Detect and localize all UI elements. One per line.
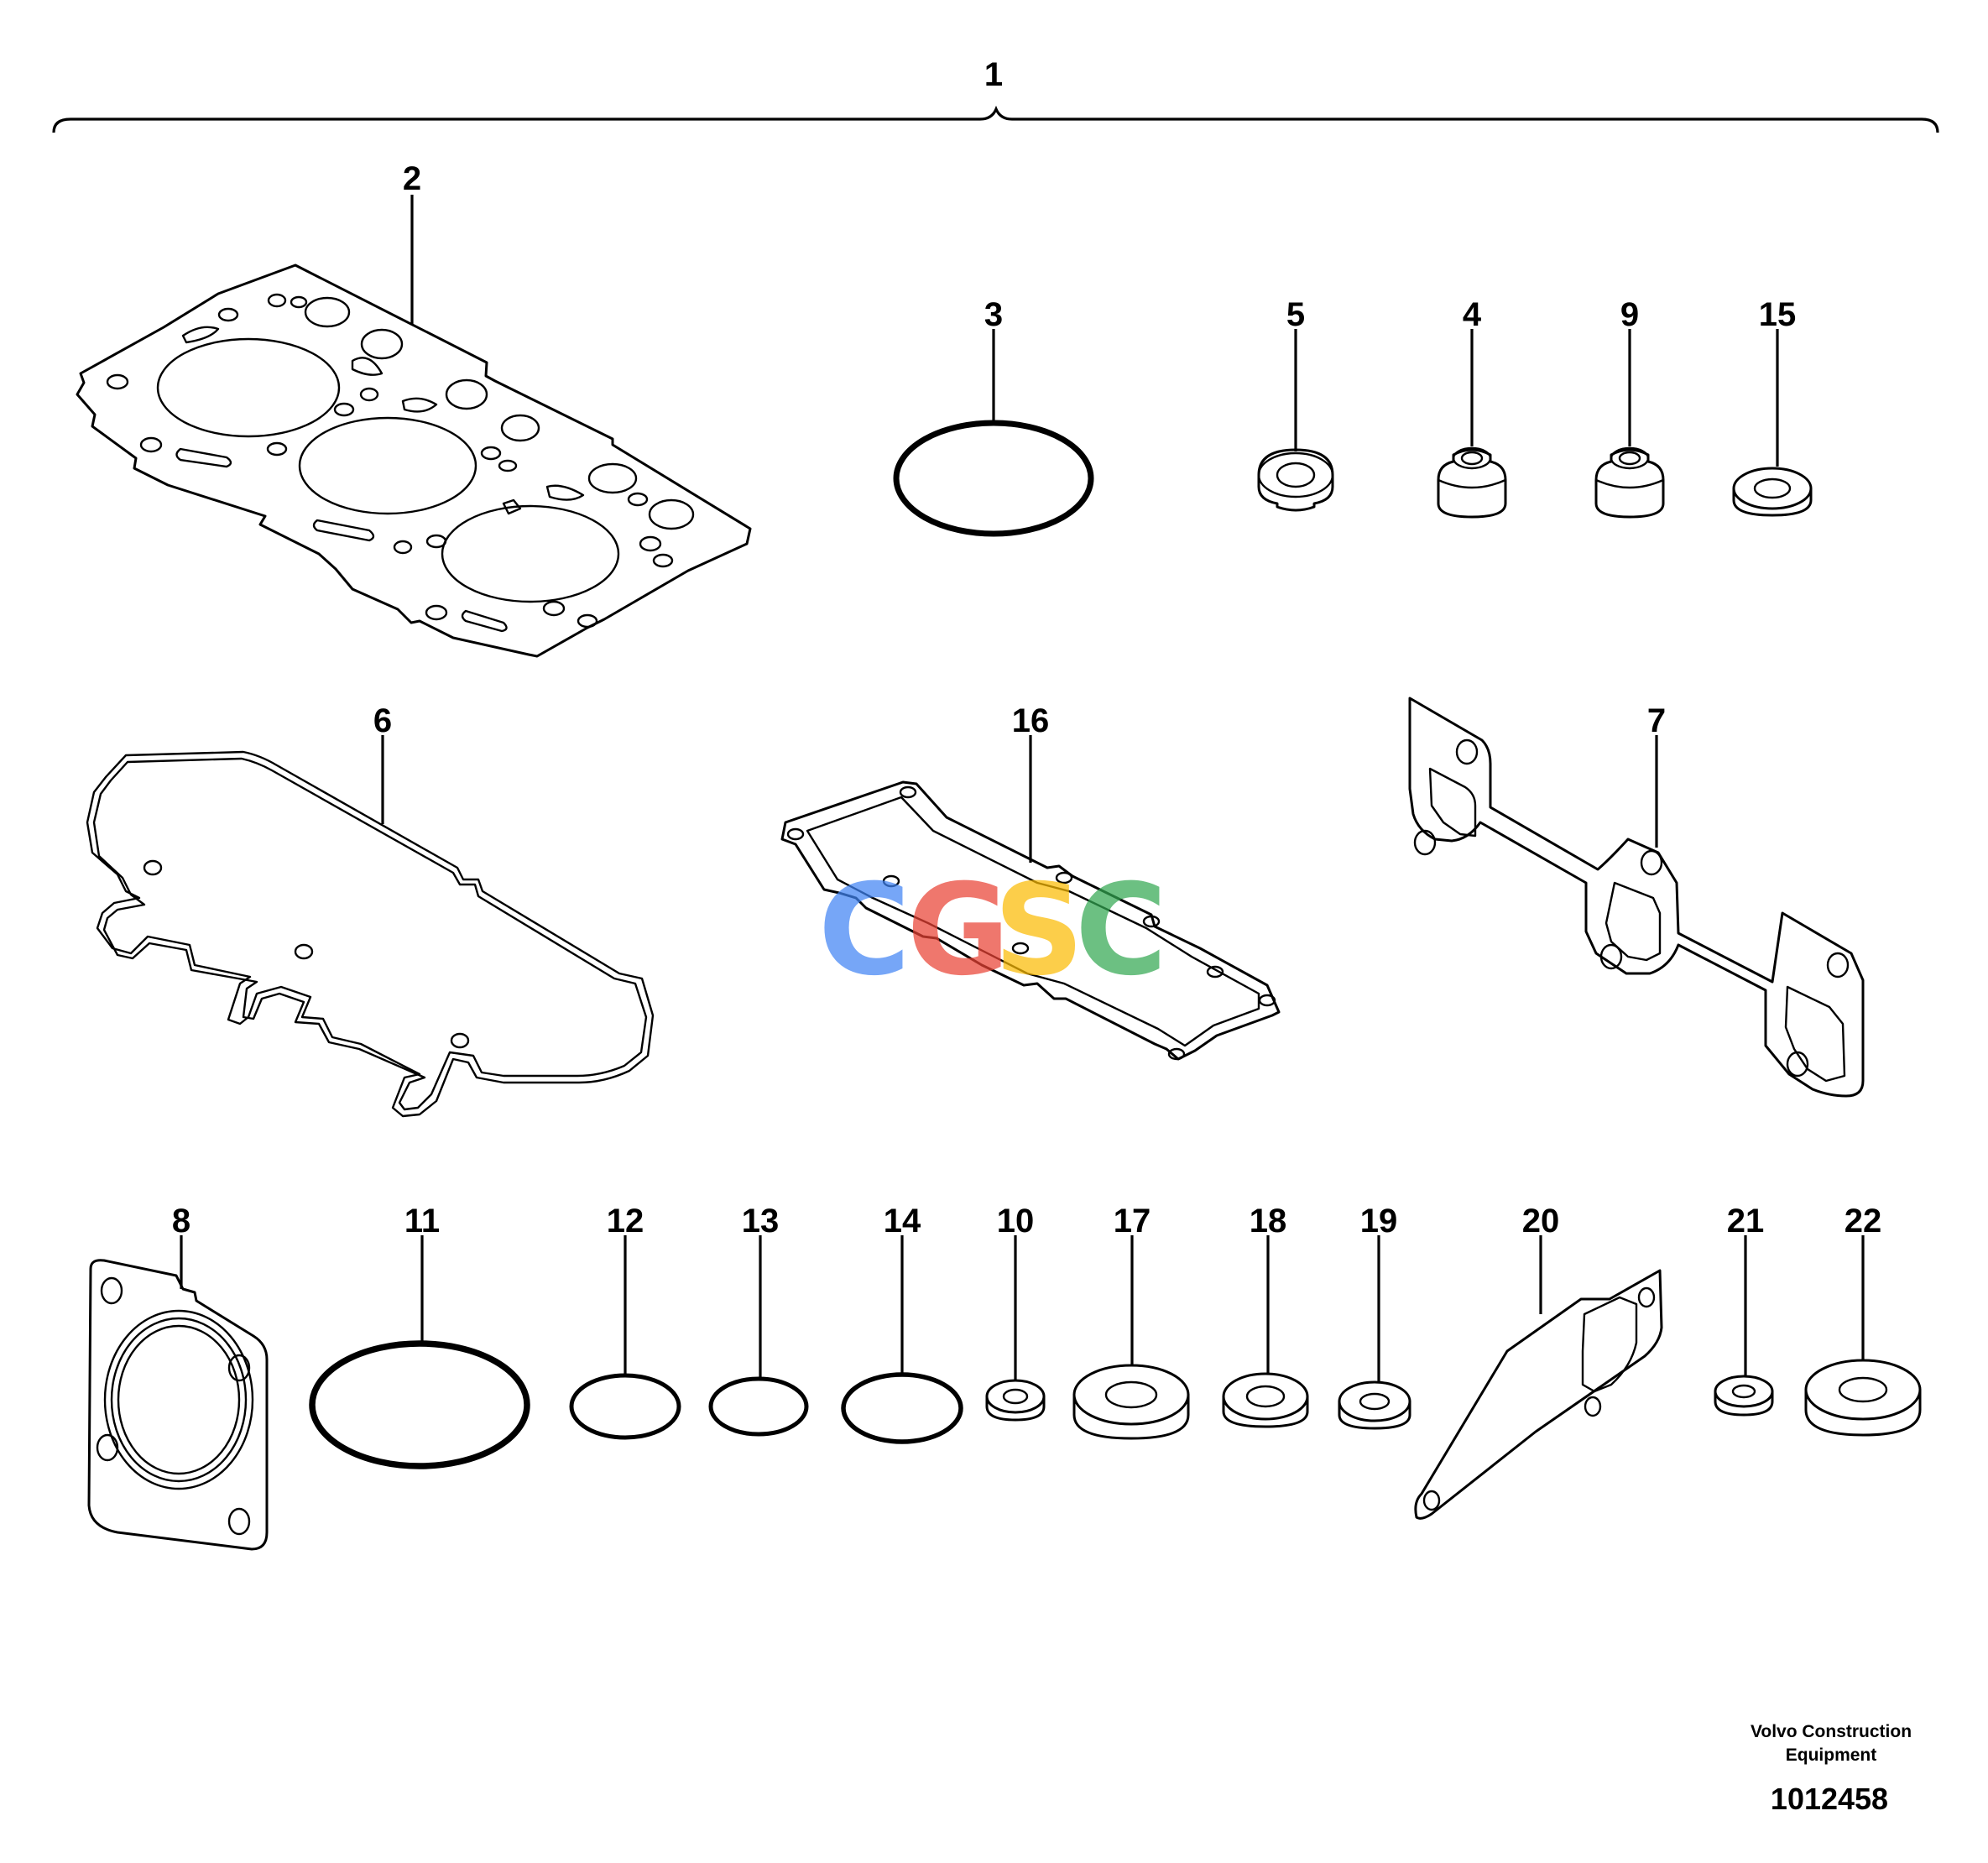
rocker-cover-gasket [86,750,655,1118]
callout-14: 14 [884,1203,921,1239]
kit-brace [52,105,1939,133]
callout-9: 9 [1620,296,1639,333]
valve-seal-4 [1437,446,1507,519]
watermark-letter-2: G [906,858,1010,1004]
inlet-manifold-gasket [780,780,1281,1061]
callout-18: 18 [1250,1203,1287,1239]
flange-gasket-8 [87,1259,269,1551]
callout-10: 10 [997,1203,1035,1239]
watermark-logo: C G S C [818,858,1167,1004]
o-ring-13 [708,1376,809,1437]
manufacturer-name-line-1: Volvo Construction [1751,1722,1912,1741]
valve-seal-9 [1594,446,1665,519]
callout-21: 21 [1727,1203,1765,1239]
callout-2: 2 [403,160,421,197]
washer-17 [1072,1364,1190,1440]
callout-20: 20 [1522,1203,1560,1239]
document-number: 1012458 [1771,1782,1888,1816]
manufacturer-name-line-2: Equipment [1786,1746,1877,1765]
watermark-letter-1: C [818,858,911,1004]
o-ring-12 [569,1373,681,1440]
callout-11: 11 [404,1203,440,1239]
cover-gasket-20 [1414,1269,1663,1520]
valve-seal-5 [1257,448,1334,512]
callout-15: 15 [1759,296,1797,333]
o-ring-3 [893,420,1094,537]
washer-19 [1338,1380,1411,1430]
callout-13: 13 [742,1203,780,1239]
washer-22 [1804,1359,1922,1437]
watermark-letter-4: C [1075,858,1167,1004]
callout-7: 7 [1647,702,1666,739]
callout-17: 17 [1114,1203,1151,1239]
o-ring-14 [841,1372,963,1444]
callout-12: 12 [607,1203,644,1239]
cylinder-head-gasket [76,264,752,658]
callout-22: 22 [1845,1203,1882,1239]
callout-4: 4 [1463,296,1482,333]
o-ring-11 [309,1340,530,1469]
watermark-letter-3: S [994,858,1084,1004]
exhaust-manifold-gasket [1408,697,1865,1098]
callout-19: 19 [1360,1203,1398,1239]
washer-18 [1222,1372,1309,1428]
washer-15 [1732,467,1813,517]
callout-3: 3 [984,296,1003,333]
callout-1: 1 [984,56,1003,93]
callout-5: 5 [1286,296,1305,333]
washer-10 [985,1379,1046,1422]
callout-8: 8 [172,1203,190,1239]
washer-21 [1714,1375,1774,1417]
callout-6: 6 [373,702,392,739]
callout-16: 16 [1012,702,1050,739]
